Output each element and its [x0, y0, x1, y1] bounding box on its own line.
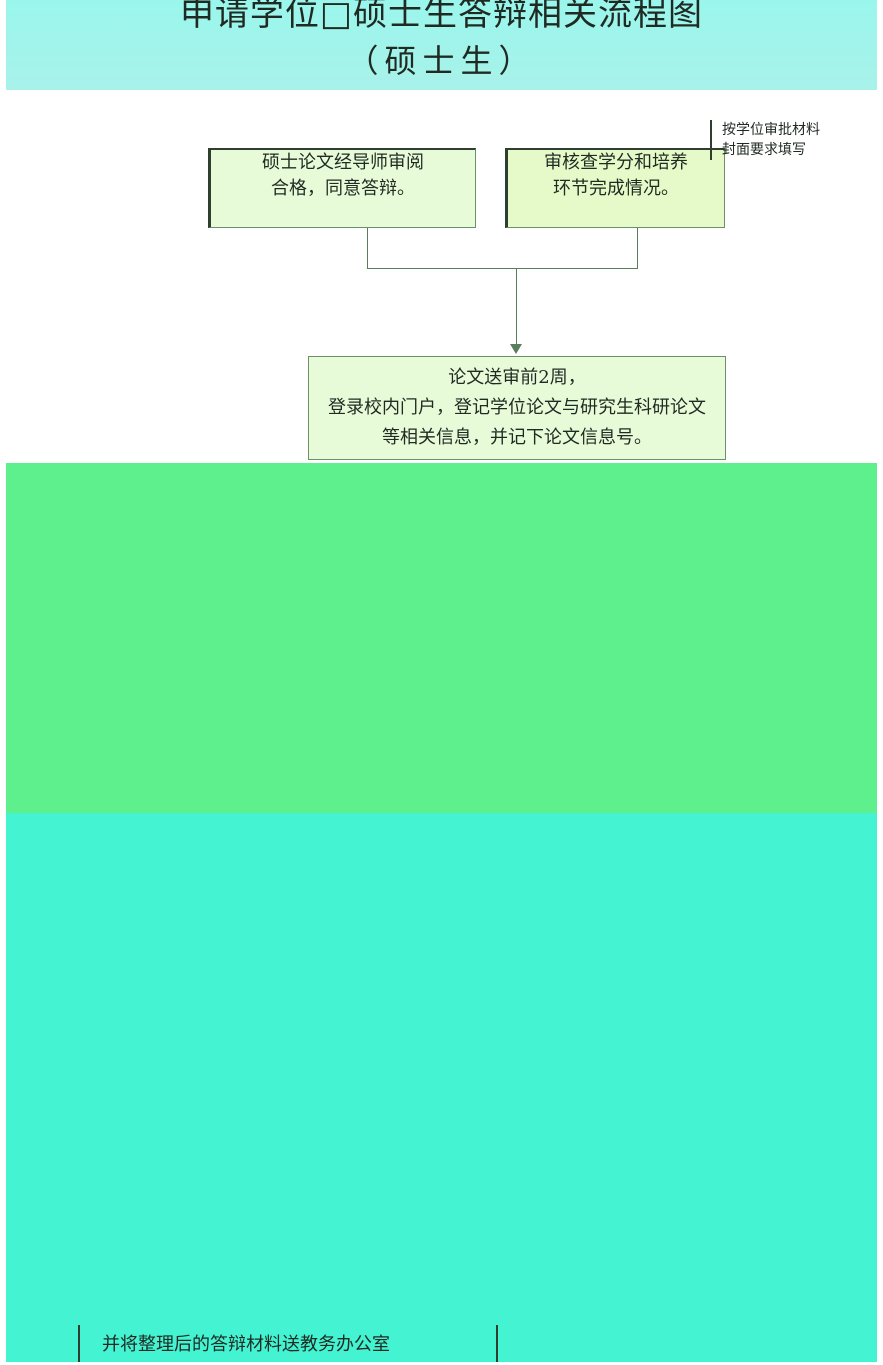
advisor-review-line1: 硕士论文经导师审阅	[262, 152, 424, 173]
arrow-down-icon	[510, 344, 522, 354]
middle-flow-area	[6, 463, 877, 813]
side-note: 按学位审批材料 封面要求填写	[710, 120, 883, 160]
credit-check-box: 审核查学分和培养 环节完成情况。	[505, 148, 725, 228]
credit-check-line1: 审核查学分和培养	[544, 152, 688, 173]
registration-line3: 等相关信息，并记下论文信息号。	[382, 427, 652, 448]
registration-line1: 论文送审前2周，	[448, 367, 586, 388]
title-band: 申请学位□硕士生答辩相关流程图 （硕士生）	[6, 0, 877, 90]
connector-left-down	[367, 228, 368, 268]
credit-check-line2: 环节完成情况。	[553, 178, 679, 199]
lower-flow-area	[6, 813, 877, 1362]
page-title: 申请学位□硕士生答辩相关流程图	[179, 0, 704, 34]
advisor-review-line2: 合格，同意答辩。	[271, 178, 415, 199]
connector-center-down	[516, 268, 517, 346]
registration-box: 论文送审前2周， 登录校内门户，登记学位论文与研究生科研论文 等相关信息，并记下…	[308, 356, 726, 460]
advisor-review-box: 硕士论文经导师审阅 合格，同意答辩。	[208, 148, 476, 228]
page-subtitle: （硕士生）	[346, 42, 537, 80]
registration-line2: 登录校内门户，登记学位论文与研究生科研论文	[328, 397, 706, 418]
side-note-text: 按学位审批材料 封面要求填写	[722, 122, 820, 158]
footer-step-text: 并将整理后的答辩材料送教务办公室	[102, 1334, 390, 1355]
footer-step: 并将整理后的答辩材料送教务办公室	[78, 1325, 498, 1362]
connector-horizontal	[367, 268, 638, 269]
connector-right-down	[637, 228, 638, 268]
